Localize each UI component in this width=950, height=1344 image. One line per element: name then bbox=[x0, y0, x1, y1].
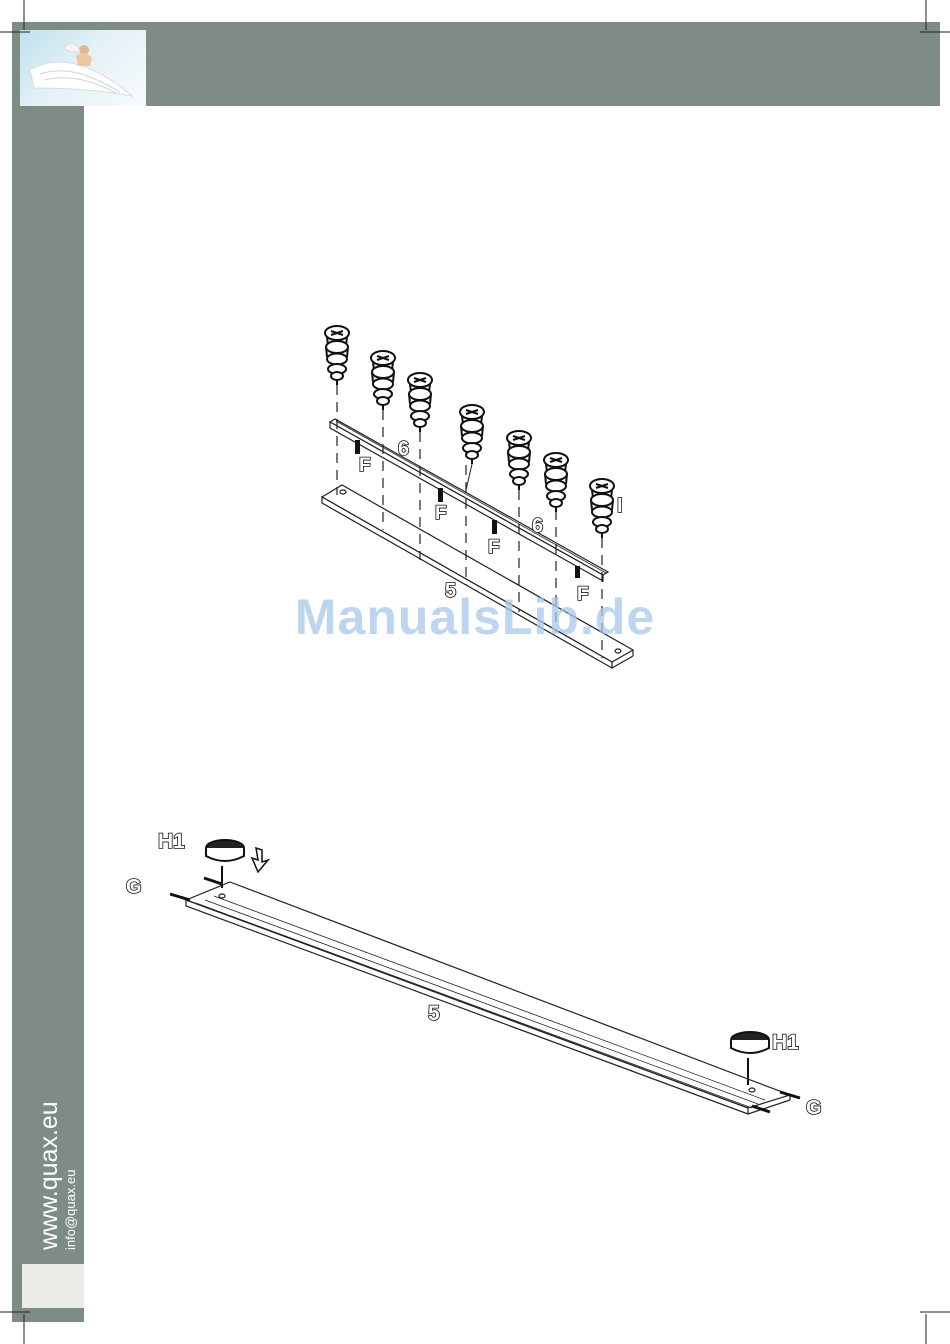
label-foot-h1-right: H1 bbox=[772, 1031, 799, 1054]
board-5-long-panel bbox=[186, 882, 790, 1114]
label-board-5-long: 5 bbox=[428, 1002, 440, 1025]
arrow-down-icon bbox=[252, 848, 268, 872]
label-pin-g-left: G bbox=[126, 876, 142, 898]
label-pin-g-right: G bbox=[806, 1097, 822, 1119]
label-foot-h1-left: H1 bbox=[158, 830, 185, 853]
